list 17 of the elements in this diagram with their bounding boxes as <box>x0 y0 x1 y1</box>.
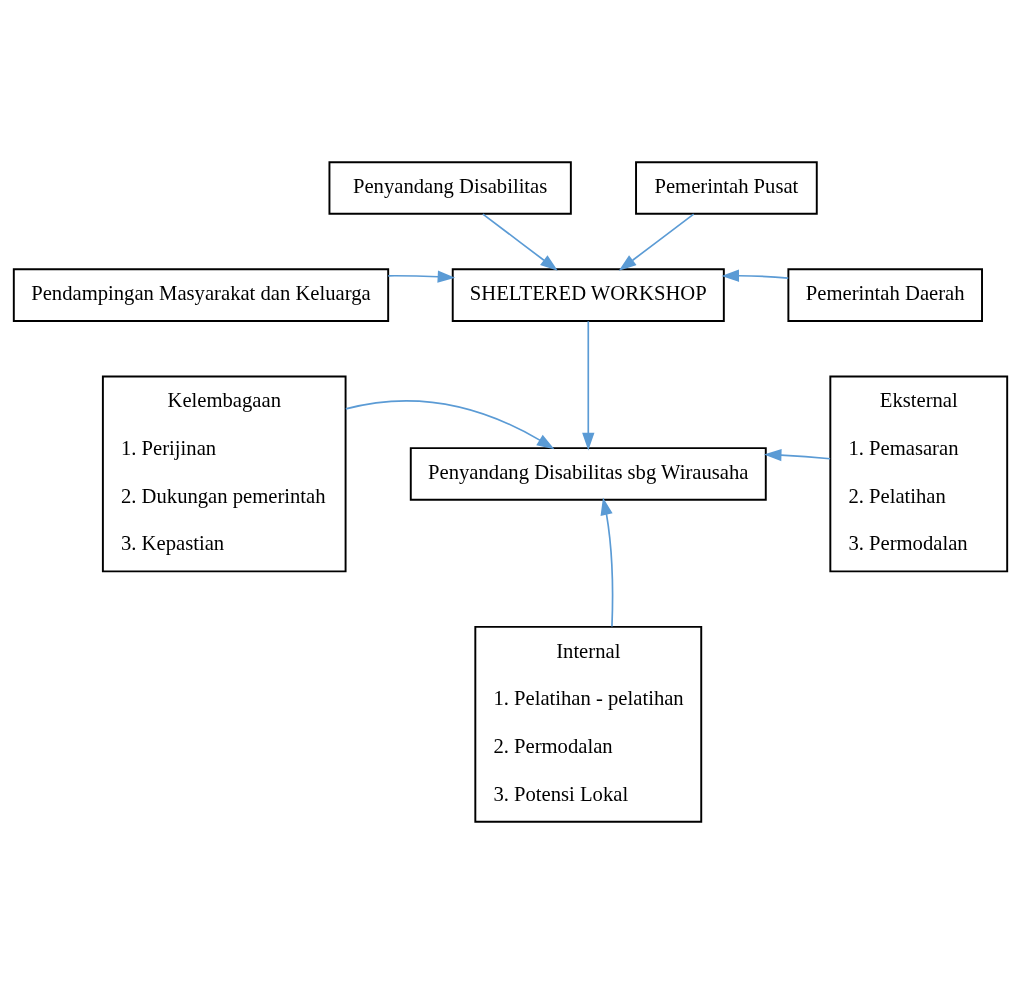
arrow <box>582 320 595 451</box>
node-box: Pendampingan Masyarakat dan Keluarga <box>12 268 390 322</box>
node-box: Eksternal 1. Pemasaran 2. Pelatihan 3. Permodalan <box>829 375 1009 573</box>
arrow <box>482 213 558 271</box>
arrow <box>618 213 695 271</box>
arrow <box>344 400 555 450</box>
node-box: Penyandang Disabilitas sbg Wirausaha <box>409 447 767 501</box>
node-box: SHELTERED WORKSHOP <box>451 268 725 322</box>
node-box: Pemerintah Pusat <box>635 161 818 215</box>
arrow <box>387 270 456 283</box>
node-box: Pemerintah Daerah <box>787 268 983 322</box>
arrow <box>600 497 614 628</box>
node-box: Kelembagaan 1. Perijinan 2. Dukungan pemerintah 3. Kepastian <box>101 375 347 573</box>
arrow <box>763 448 831 462</box>
node-box: Internal 1. Pelatihan - pelatihan 2. Permodalan 3. Potensi Lokal <box>474 625 703 823</box>
node-box: Penyandang Disabilitas <box>328 161 572 215</box>
arrow <box>721 269 790 282</box>
